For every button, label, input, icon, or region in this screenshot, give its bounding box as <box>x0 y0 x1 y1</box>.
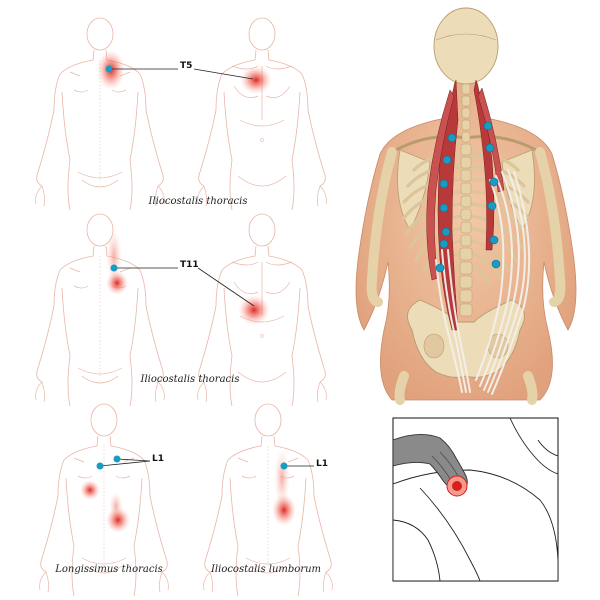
row3-left-back-figure <box>39 403 169 597</box>
row2-front-figure <box>197 213 327 407</box>
caption-iliocostalis-thoracis-1: Iliocostalis thoracis <box>148 196 248 207</box>
row2-pain-strip <box>106 228 122 284</box>
anatomy-right-humerus <box>535 147 566 307</box>
row3-left-pain-buttock <box>106 507 130 533</box>
l1-left-trigger-point-1 <box>96 462 104 470</box>
t11-trigger-point <box>110 264 118 272</box>
caption-iliocostalis-lumborum: Iliocostalis lumborum <box>210 564 322 575</box>
anatomy-tendon-fibers <box>435 169 531 395</box>
inset-patient-back <box>393 469 558 581</box>
row2-front-pain-zone <box>238 295 270 325</box>
l1-right-label: L1 <box>316 459 328 469</box>
l1-left-leader-upper <box>99 460 151 467</box>
t11-leader-line-2 <box>197 267 255 307</box>
back-anatomy-illustration <box>355 7 577 405</box>
t11-label: T11 <box>180 260 199 270</box>
row1-back-figure <box>35 17 165 211</box>
inset-pressure-point-inner <box>452 481 462 491</box>
row3-right-pain-strip <box>274 448 290 508</box>
row1-front-figure <box>197 17 327 211</box>
l1-left-label: L1 <box>152 454 164 464</box>
row3-right-pain-buttock <box>272 494 296 526</box>
row2-back-figure <box>35 213 165 407</box>
l1-left-trigger-point-2 <box>113 455 121 463</box>
inset-patient-shoulder <box>509 418 558 475</box>
row3-left-pain-hip <box>80 480 100 500</box>
anatomy-left-humerus <box>366 147 397 307</box>
anatomy-trigger-points <box>435 121 501 273</box>
l1-right-trigger-point <box>280 462 288 470</box>
palpation-inset <box>392 417 559 582</box>
t5-trigger-point <box>105 65 113 73</box>
t5-label: T5 <box>180 61 193 71</box>
anatomy-skull <box>433 7 499 85</box>
anatomy-spine <box>459 83 473 317</box>
row1-front-pain-zone <box>240 66 272 94</box>
t5-leader-line-2 <box>193 68 254 80</box>
caption-iliocostalis-thoracis-2: Iliocostalis thoracis <box>140 374 240 385</box>
row3-right-back-figure <box>203 403 333 597</box>
l1-left-leader-lower <box>116 458 151 462</box>
caption-longissimus-thoracis: Longissimus thoracis <box>55 564 163 575</box>
row2-pain-zone <box>106 271 128 295</box>
